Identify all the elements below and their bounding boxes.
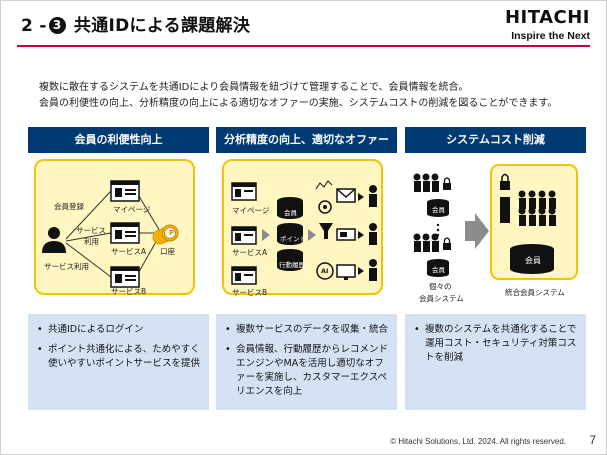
- label-service-use-3: サービス利用: [44, 262, 89, 271]
- db-label-main: 会員: [525, 256, 541, 265]
- arrow-right-icon: [358, 231, 364, 239]
- ai-label: AI: [321, 267, 329, 275]
- column-heading: 分析精度の向上、適切なオファー: [216, 127, 397, 153]
- column-convenience: 会員の利便性向上: [28, 127, 209, 153]
- window-icon-mypage: [231, 182, 257, 201]
- lock-icon: [500, 173, 510, 190]
- db-label-point: ポイント: [280, 235, 306, 243]
- label-mypage: マイページ: [232, 206, 270, 215]
- slide-header: 2 -3 共通IDによる課題解決 HITACHI Inspire the Nex…: [1, 1, 606, 47]
- column-cost: システムコスト削減: [405, 127, 586, 153]
- database-icon: [277, 197, 303, 219]
- label-service-use-2: 利用: [84, 237, 99, 246]
- ai-brain-icon: [316, 262, 334, 280]
- database-icon: [277, 223, 303, 245]
- connector-line: [65, 232, 112, 242]
- db-label-1: 会員: [432, 206, 445, 214]
- analytics-diagram: [231, 180, 377, 285]
- convenience-diagram: [42, 180, 179, 288]
- bullet-item: 複数サービスのデータを収集・統合: [225, 323, 389, 337]
- bullets-convenience: 共通IDによるログイン ポイント共通化による、ためやすく使いやすいポイントサービ…: [28, 314, 209, 410]
- title-number-badge: 3: [48, 17, 66, 34]
- db-label-behavior: 行動履歴: [279, 261, 305, 269]
- database-icon: [427, 259, 449, 277]
- title-text: 共通IDによる課題解決: [73, 16, 251, 36]
- left-caption-1: 個々の: [429, 282, 452, 291]
- column-heading: 会員の利便性向上: [28, 127, 209, 153]
- person-icon: [369, 185, 377, 207]
- funnel-icon: [319, 223, 333, 239]
- window-icon-service-a: [231, 226, 257, 245]
- people-group-icon: [518, 190, 556, 226]
- arrow-right-icon: [262, 229, 270, 241]
- label-service-use: サービス: [76, 226, 106, 235]
- illustration-analytics: マイページ サービスA サービスB 会員 ポイント 行動履歴 AI: [222, 159, 383, 297]
- database-icon: [427, 199, 449, 217]
- label-service-a: サービスA: [232, 248, 268, 257]
- logo-tagline: Inspire the Next: [511, 30, 590, 42]
- mail-icon: [336, 188, 356, 203]
- person-icon: [369, 223, 377, 245]
- bullet-item: 会員情報、行動履歴からレコメンドエンジンやMAを活用し適切なオファーを実施し、カ…: [225, 343, 389, 399]
- illustration-cost: 会員 会員 会員 個々の 会員システム 統合会員システム: [405, 159, 586, 309]
- points-coin-letter: P: [169, 229, 175, 237]
- bullets-cost: 複数のシステムを共通化することで運用コスト・セキュリティ対策コストを削減: [405, 314, 586, 410]
- window-icon-service-b: [231, 266, 257, 285]
- db-label-member: 会員: [284, 209, 297, 217]
- column-analytics: 分析精度の向上、適切なオファー: [216, 127, 397, 153]
- hitachi-logo: HITACHI Inspire the Next: [504, 7, 590, 43]
- lock-icon: [443, 237, 451, 250]
- points-coin-icon: [152, 224, 179, 245]
- db-label-2: 会員: [432, 266, 445, 274]
- window-icon-mypage: [110, 180, 140, 202]
- label-points-account: 口座: [160, 247, 175, 256]
- title-prefix: 2 -: [21, 16, 47, 36]
- label-service-b: サービスB: [232, 288, 268, 297]
- column-heading: システムコスト削減: [405, 127, 586, 153]
- label-mypage: マイページ: [113, 205, 151, 214]
- analytics-gear-icon: [315, 180, 333, 214]
- right-caption: 統合会員システム: [505, 288, 565, 297]
- window-icon-service-b: [110, 266, 140, 288]
- arrow-right-icon: [465, 213, 489, 249]
- bullet-item: 共通IDによるログイン: [37, 323, 201, 337]
- arrow-right-icon: [358, 193, 364, 201]
- user-icon: [42, 227, 66, 253]
- database-icon: [510, 244, 554, 274]
- intro-line-2: 会員の利便性の向上、分析精度の向上による適切なオファーの実施、システムコストの削…: [39, 98, 558, 109]
- intro-line-1: 複数に散在するシステムを共通IDにより会員情報を紐づけて管理することで、会員情報…: [39, 82, 469, 93]
- logo-brand: HITACHI: [504, 7, 590, 28]
- connector-line: [65, 190, 112, 240]
- people-group-icon: [413, 173, 439, 252]
- bullet-item: ポイント共通化による、ためやすく使いやすいポイントサービスを提供: [37, 343, 201, 371]
- coupon-icon: [336, 228, 356, 241]
- slide-title: 2 -3 共通IDによる課題解決: [21, 11, 250, 36]
- label-register: 会員登録: [54, 202, 84, 211]
- lock-icon: [443, 177, 451, 190]
- connector-line: [135, 190, 162, 234]
- database-icon: [277, 249, 303, 271]
- cost-diagram: [413, 164, 578, 280]
- label-service-a: サービスA: [111, 247, 147, 256]
- bullets-analytics: 複数サービスのデータを収集・統合 会員情報、行動履歴からレコメンドエンジンやMA…: [216, 314, 397, 410]
- server-icon: [500, 197, 510, 223]
- connector-line: [65, 242, 112, 278]
- label-service-b: サービスB: [111, 287, 147, 296]
- arrow-right-icon: [308, 229, 316, 241]
- arrow-right-icon: [358, 267, 364, 275]
- intro-text: 複数に散在するシステムを共通IDにより会員情報を紐づけて管理することで、会員情報…: [39, 80, 557, 112]
- person-icon: [369, 259, 377, 281]
- page-number: 7: [589, 433, 596, 447]
- window-icon-service-a: [110, 222, 140, 244]
- copyright: © Hitachi Solutions, Ltd. 2024. All righ…: [390, 437, 566, 446]
- monitor-icon: [336, 264, 356, 280]
- left-caption-2: 会員システム: [419, 294, 464, 303]
- bullet-item: 複数のシステムを共通化することで運用コスト・セキュリティ対策コストを削減: [414, 323, 578, 365]
- illustration-convenience: P 会員登録 サービス 利用 サービス利用 マイページ サービスA サービスB …: [34, 159, 195, 296]
- header-rule: [17, 45, 590, 47]
